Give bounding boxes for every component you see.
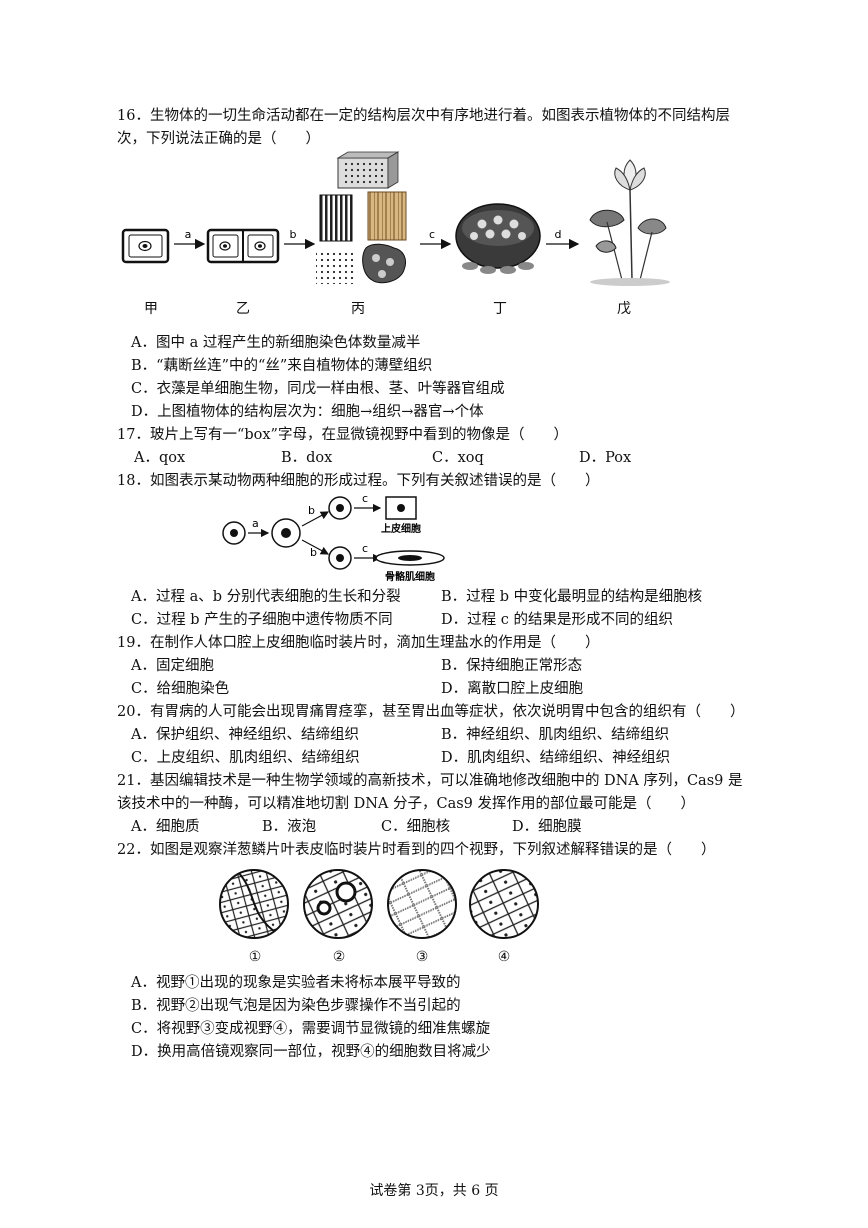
q18-arrow-c1: c (362, 492, 368, 505)
q19-option-c[interactable]: C．给细胞染色 (131, 681, 230, 697)
page-footer: 试卷第 3页，共 6 页 (369, 1183, 499, 1199)
q19-option-b[interactable]: B．保持细胞正常形态 (441, 658, 583, 674)
cell-jia-icon (121, 228, 170, 264)
lotus-plant-wu-icon (589, 159, 670, 286)
q22-label-1: ① (248, 949, 262, 965)
q21-option-a[interactable]: A．细胞质 (131, 819, 200, 835)
arrow-d-label: d (555, 228, 562, 241)
q16-stem-line2: 次，下列说法正确的是（ ） (117, 131, 320, 147)
arrow-b-label: b (290, 228, 297, 241)
q20-option-a[interactable]: A．保护组织、神经组织、结缔组织 (131, 727, 359, 743)
q18-option-d[interactable]: D．过程 c 的结果是形成不同的组织 (441, 612, 673, 628)
q19-stem: 19．在制作人体口腔上皮细胞临时装片时，滴加生理盐水的作用是（ ） (117, 635, 600, 651)
q16-label-wu: 戊 (617, 301, 631, 317)
q19-option-d[interactable]: D．离散口腔上皮细胞 (441, 681, 584, 697)
q17-option-c[interactable]: C．xoq (432, 450, 484, 466)
cell-yi-icon (206, 228, 280, 264)
q21-option-d[interactable]: D．细胞膜 (512, 819, 582, 835)
q18-cell-differentiation-diagram: a b b c c 上皮细胞 骨骼肌细胞 (222, 492, 445, 583)
q21-option-b[interactable]: B．液泡 (262, 819, 317, 835)
q18-option-a[interactable]: A．过程 a、b 分别代表细胞的生长和分裂 (131, 589, 401, 605)
q18-option-b[interactable]: B．过程 b 中变化最明显的结构是细胞核 (441, 589, 703, 605)
q18-epithelial-label: 上皮细胞 (381, 522, 421, 535)
q20-option-b[interactable]: B．神经组织、肌肉组织、结缔组织 (441, 727, 670, 743)
field-3-icon (388, 870, 456, 938)
arrow-c-label: c (429, 228, 435, 241)
q16-label-yi: 乙 (236, 301, 250, 317)
q17-option-b[interactable]: B．dox (281, 450, 333, 466)
q20-stem: 20．有胃病的人可能会出现胃痛胃痉挛，甚至胃出血等症状，依次说明胃中包含的组织有… (117, 704, 745, 720)
q22-label-3: ③ (415, 949, 429, 965)
q16-option-b[interactable]: B．“藕断丝连”中的“丝”来自植物体的薄壁组织 (131, 358, 433, 374)
q21-option-c[interactable]: C．细胞核 (381, 819, 451, 835)
q18-arrow-b2: b (310, 546, 317, 559)
lotus-pod-ding-icon (455, 203, 541, 274)
q18-option-c[interactable]: C．过程 b 产生的子细胞中遗传物质不同 (131, 612, 393, 628)
q17-stem: 17．玻片上写有一“box”字母，在显微镜视野中看到的物像是（ ） (117, 427, 568, 443)
q22-stem: 22．如图是观察洋葱鳞片叶表皮临时装片时看到的四个视野，下列叙述解释错误的是（ … (117, 842, 716, 858)
q16-label-ding: 丁 (493, 301, 507, 317)
q22-microscope-fields-diagram (219, 869, 539, 939)
q19-option-a[interactable]: A．固定细胞 (131, 658, 214, 674)
q16-option-c[interactable]: C．衣藻是单细胞生物，同戊一样由根、茎、叶等器官组成 (131, 381, 505, 397)
q22-option-a[interactable]: A．视野①出现的现象是实验者未将标本展平导致的 (131, 975, 461, 991)
q17-option-a[interactable]: A．qox (134, 450, 186, 466)
q20-option-c[interactable]: C．上皮组织、肌肉组织、结缔组织 (131, 750, 360, 766)
q22-option-b[interactable]: B．视野②出现气泡是因为染色步骤操作不当引起的 (131, 998, 461, 1014)
q18-arrow-b1: b (308, 504, 315, 517)
tissues-bing-icon (316, 151, 407, 284)
q22-option-c[interactable]: C．将视野③变成视野④，需要调节显微镜的细准焦螺旋 (131, 1021, 491, 1037)
q22-label-4: ④ (497, 949, 511, 965)
q16-label-bing: 丙 (351, 301, 365, 317)
field-4-icon (470, 870, 538, 938)
q16-stem-line1: 16．生物体的一切生命活动都在一定的结构层次中有序地进行着。如图表示植物体的不同… (117, 108, 730, 124)
q18-muscle-label: 骨骼肌细胞 (385, 570, 435, 583)
q16-label-jia: 甲 (144, 301, 158, 317)
arrow-a-label: a (185, 228, 192, 241)
q17-option-d[interactable]: D．Pox (579, 450, 632, 466)
q18-arrow-c2: c (362, 542, 368, 555)
q21-stem-line1: 21．基因编辑技术是一种生物学领域的高新技术，可以准确地修改细胞中的 DNA 序… (117, 773, 743, 789)
q22-option-d[interactable]: D．换用高倍镜观察同一部位，视野④的细胞数目将减少 (131, 1044, 491, 1060)
q22-label-2: ② (332, 949, 346, 965)
q16-option-a[interactable]: A．图中 a 过程产生的新细胞染色体数量减半 (131, 335, 421, 351)
q16-option-d[interactable]: D．上图植物体的结构层次为：细胞→组织→器官→个体 (131, 404, 484, 420)
q16-plant-hierarchy-diagram: a b c (121, 151, 670, 286)
field-2-icon (304, 870, 372, 938)
q21-stem-line2: 该技术中的一种酶，可以精准地切割 DNA 分子，Cas9 发挥作用的部位最可能是… (117, 796, 696, 812)
q18-arrow-a: a (252, 517, 259, 530)
q20-option-d[interactable]: D．肌肉组织、结缔组织、神经组织 (441, 750, 671, 766)
q18-stem: 18．如图表示某动物两种细胞的形成过程。下列有关叙述错误的是（ ） (117, 473, 600, 489)
